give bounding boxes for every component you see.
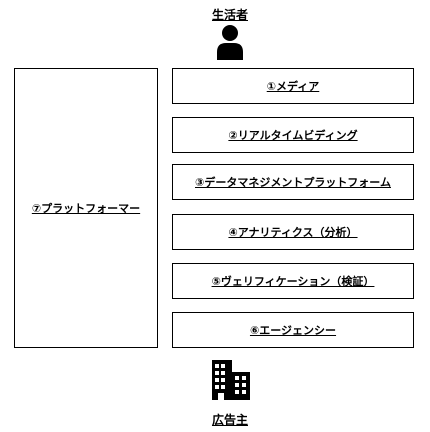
- media-label: ①メディア: [266, 80, 320, 93]
- verification-box: ⑤ヴェリフィケーション（検証）: [172, 263, 414, 299]
- verification-label: ⑤ヴェリフィケーション（検証）: [211, 275, 375, 288]
- advertiser-label: 広告主: [211, 413, 248, 427]
- analytics-label: ④アナリティクス（分析）: [228, 226, 358, 239]
- media-box: ①メディア: [172, 68, 414, 104]
- agency-label: ⑥エージェンシー: [249, 324, 337, 337]
- platformer-label: ⑦プラットフォーマー: [31, 202, 141, 215]
- dmp-label: ③データマネジメントプラットフォーム: [195, 176, 391, 189]
- consumer-label: 生活者: [211, 8, 248, 22]
- building-icon: [212, 360, 250, 400]
- person-icon: [217, 25, 243, 60]
- rtb-label: ②リアルタイムビディング: [228, 129, 358, 142]
- analytics-box: ④アナリティクス（分析）: [172, 214, 414, 250]
- rtb-box: ②リアルタイムビディング: [172, 117, 414, 153]
- platformer-box: ⑦プラットフォーマー: [14, 68, 158, 348]
- dmp-box: ③データマネジメントプラットフォーム: [172, 164, 414, 200]
- agency-box: ⑥エージェンシー: [172, 312, 414, 348]
